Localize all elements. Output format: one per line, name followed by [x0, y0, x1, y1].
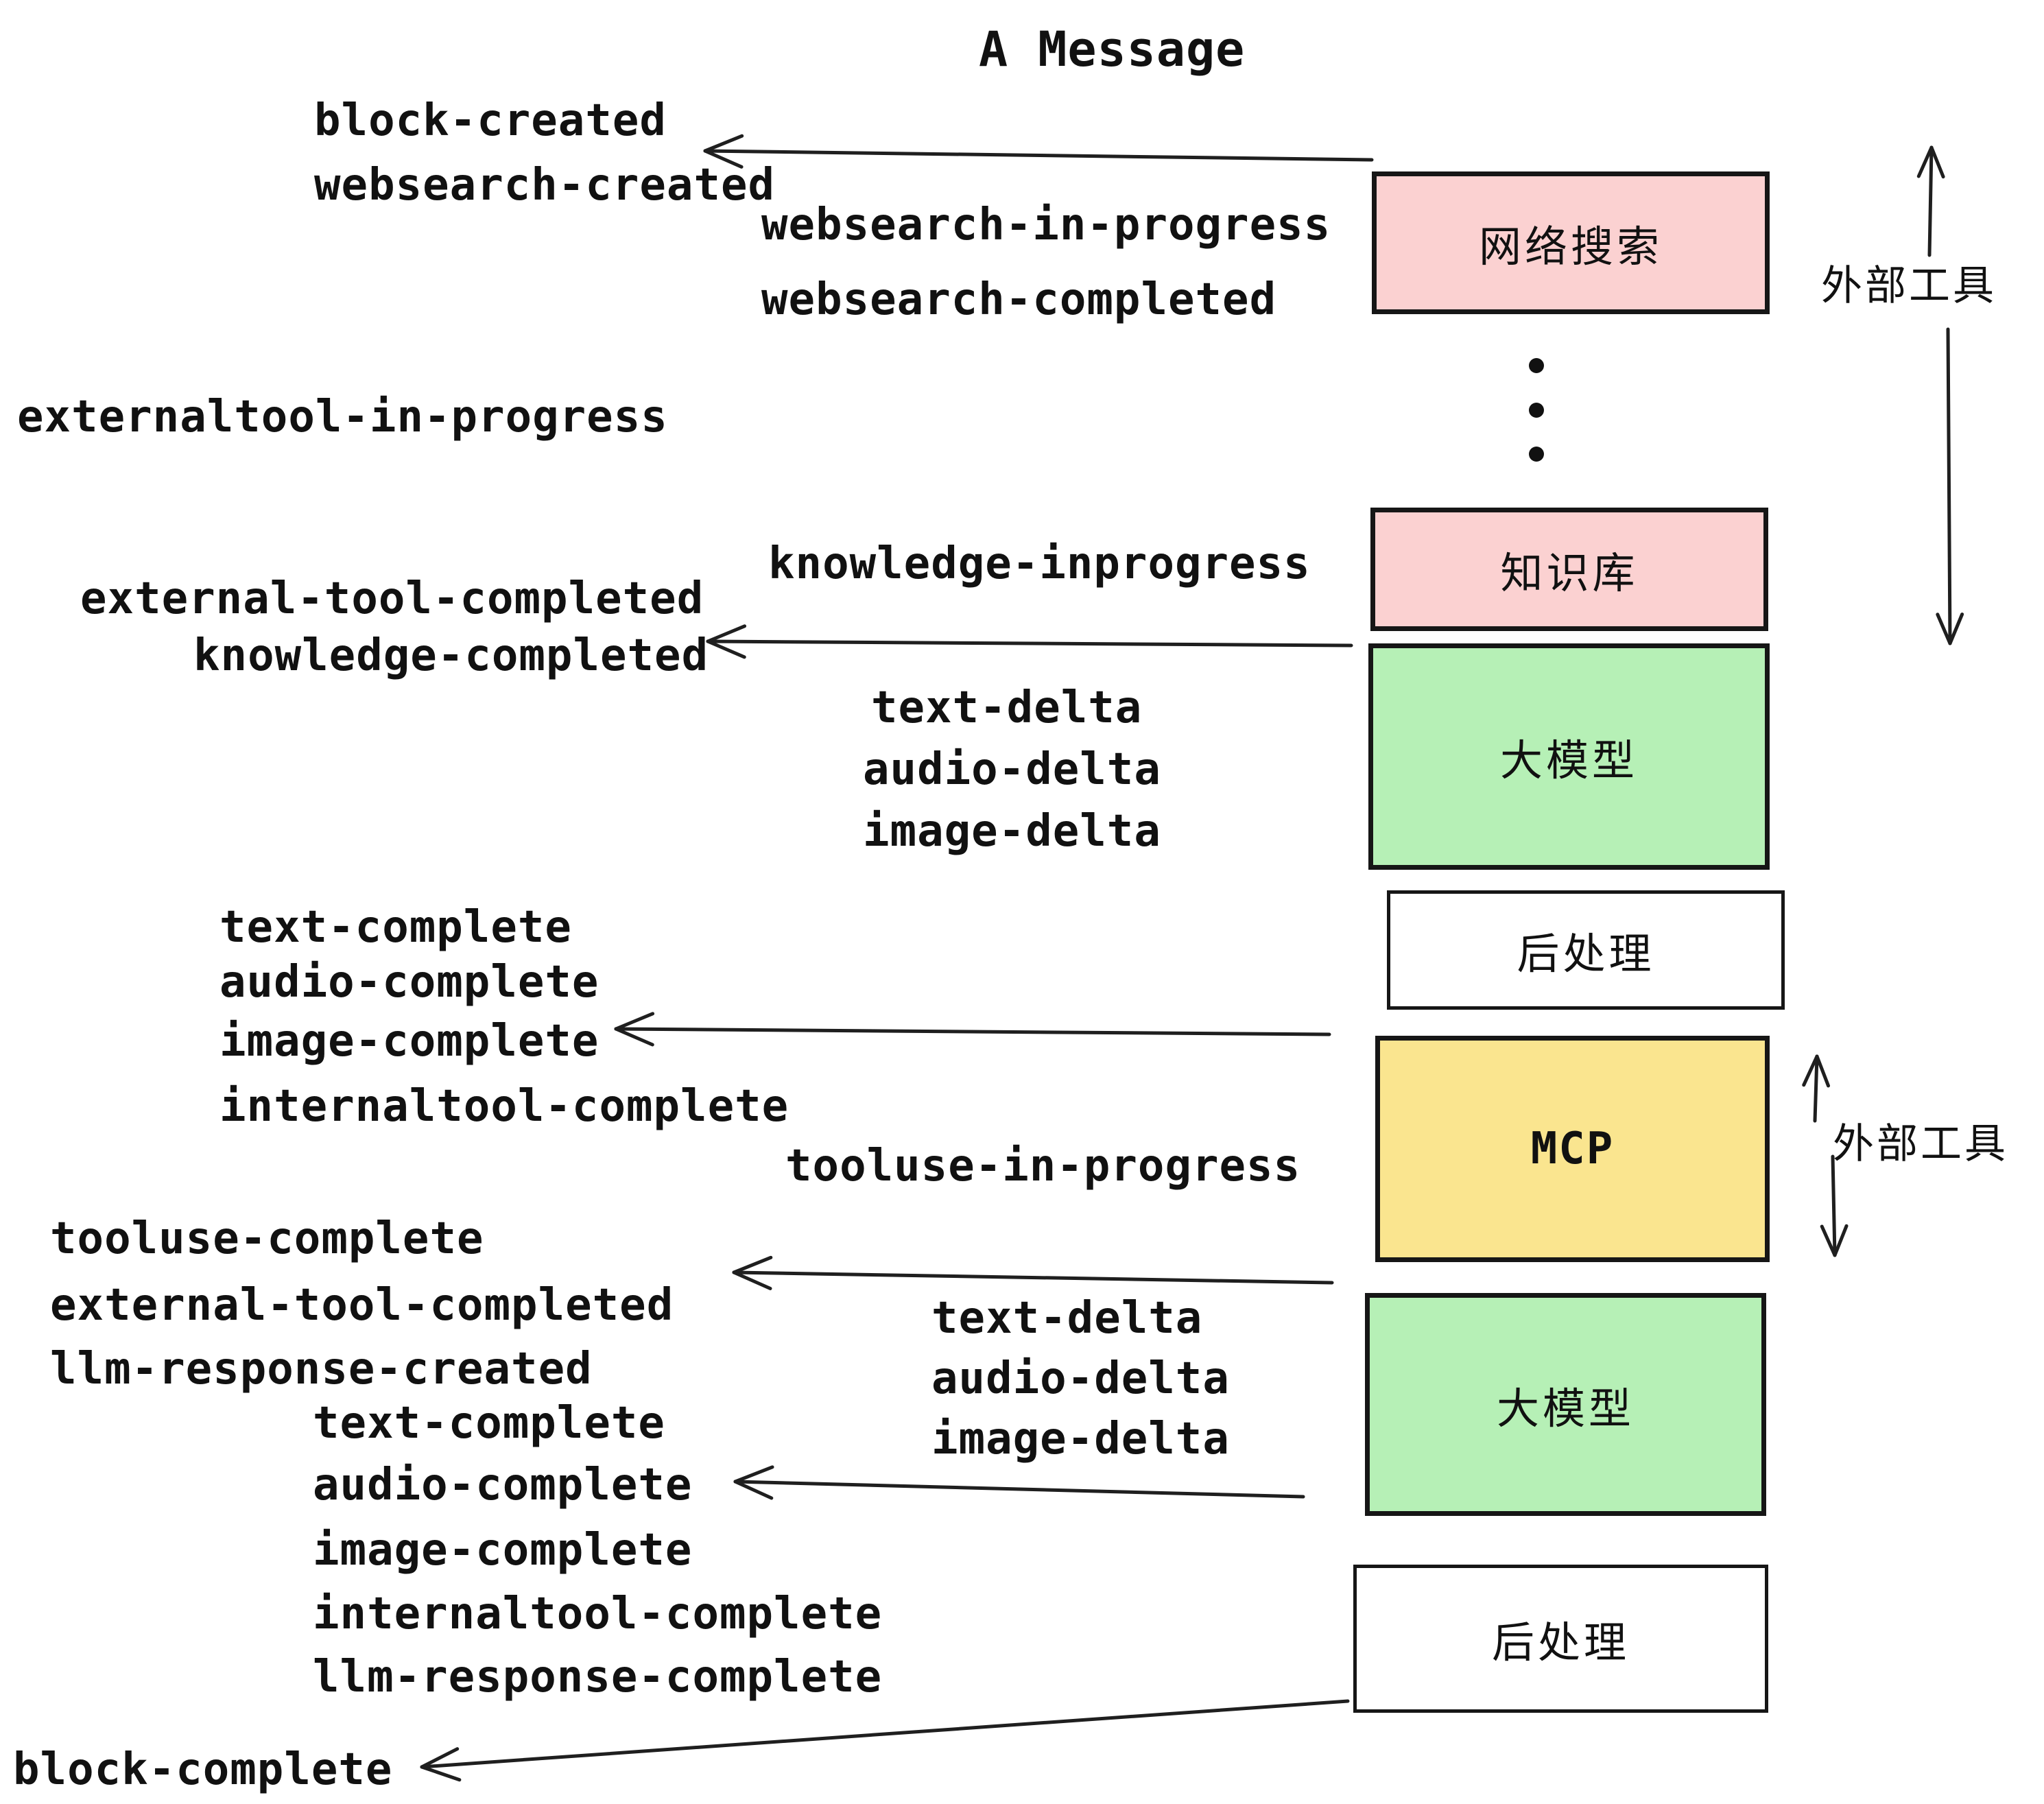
event-image-complete-2: image-complete	[313, 1525, 693, 1576]
external-tools-label-2: 外部工具	[1833, 1120, 2008, 1168]
event-external-tool-completed-2: external-tool-completed	[50, 1280, 674, 1331]
external-tools-label-1-up-arrow	[1916, 145, 1945, 257]
arrow-llm1-to-knowledge-completed	[706, 624, 1353, 659]
event-text-delta: text-delta	[871, 683, 1143, 733]
mcp-box-label: MCP	[1530, 1124, 1615, 1174]
llm-box-2: 大模型	[1365, 1293, 1766, 1516]
postprocess-box-2: 后处理	[1353, 1565, 1768, 1713]
llm-box-1-label: 大模型	[1499, 735, 1638, 785]
event-llm-response-complete: llm-response-complete	[313, 1652, 883, 1702]
external-tools-label-1-down-arrow	[1936, 327, 1964, 645]
event-block-complete: block-complete	[13, 1744, 393, 1795]
event-image-delta: image-delta	[863, 806, 1161, 857]
websearch-box-label: 网络搜索	[1478, 222, 1663, 272]
event-tooluse-in-progress: tooluse-in-progress	[785, 1141, 1301, 1191]
llm-box-1: 大模型	[1368, 643, 1770, 870]
mcp-box: MCP	[1375, 1036, 1770, 1262]
postprocess-box-2-label: 后处理	[1491, 1617, 1630, 1667]
event-knowledge-inprogress: knowledge-inprogress	[768, 538, 1311, 589]
websearch-box: 网络搜索	[1372, 171, 1770, 314]
event-external-tool-completed: external-tool-completed	[80, 573, 704, 624]
postprocess-box-1: 后处理	[1387, 890, 1785, 1010]
event-block-created: block-created	[314, 95, 667, 146]
event-websearch-created: websearch-created	[314, 160, 776, 211]
event-text-complete: text-complete	[219, 902, 572, 953]
ellipsis-dot-2	[1529, 403, 1544, 418]
event-tooluse-complete: tooluse-complete	[50, 1213, 484, 1264]
ellipsis-dot-3	[1529, 447, 1544, 462]
knowledge-box: 知识库	[1370, 508, 1768, 631]
external-tools-label-1: 外部工具	[1821, 262, 1997, 310]
event-internaltool-complete: internaltool-complete	[219, 1081, 789, 1132]
llm-box-2-label: 大模型	[1496, 1383, 1635, 1434]
external-tools-label-2-down-arrow	[1820, 1154, 1849, 1257]
event-audio-complete: audio-complete	[219, 957, 599, 1008]
arrow-mcp-to-image-complete	[614, 1012, 1331, 1047]
event-knowledge-completed: knowledge-completed	[193, 630, 709, 681]
ellipsis-dot-1	[1529, 358, 1544, 373]
event-websearch-in-progress: websearch-in-progress	[761, 200, 1331, 250]
event-audio-delta-2: audio-delta	[931, 1353, 1230, 1404]
event-audio-complete-2: audio-complete	[313, 1460, 693, 1510]
event-internaltool-complete-2: internaltool-complete	[313, 1589, 883, 1639]
arrow-llm2-to-audio-complete	[733, 1465, 1305, 1500]
external-tools-label-2-up-arrow	[1802, 1054, 1831, 1123]
event-externaltool-in-progress: externaltool-in-progress	[17, 392, 668, 442]
event-websearch-completed: websearch-completed	[761, 274, 1277, 325]
event-image-delta-2: image-delta	[931, 1414, 1230, 1464]
event-llm-response-created: llm-response-created	[50, 1344, 593, 1394]
knowledge-box-label: 知识库	[1500, 548, 1639, 598]
event-text-delta-2: text-delta	[931, 1293, 1203, 1344]
arrow-websearch-to-block-created	[703, 134, 1374, 169]
diagram-title: A Message	[979, 21, 1246, 78]
arrow-llm2-to-external-tool-completed	[732, 1255, 1334, 1291]
arrow-postprocess2-to-block-complete	[420, 1699, 1350, 1782]
event-audio-delta: audio-delta	[863, 744, 1161, 795]
event-text-complete-2: text-complete	[313, 1398, 665, 1449]
event-image-complete: image-complete	[219, 1016, 599, 1067]
postprocess-box-1-label: 后处理	[1517, 929, 1655, 979]
